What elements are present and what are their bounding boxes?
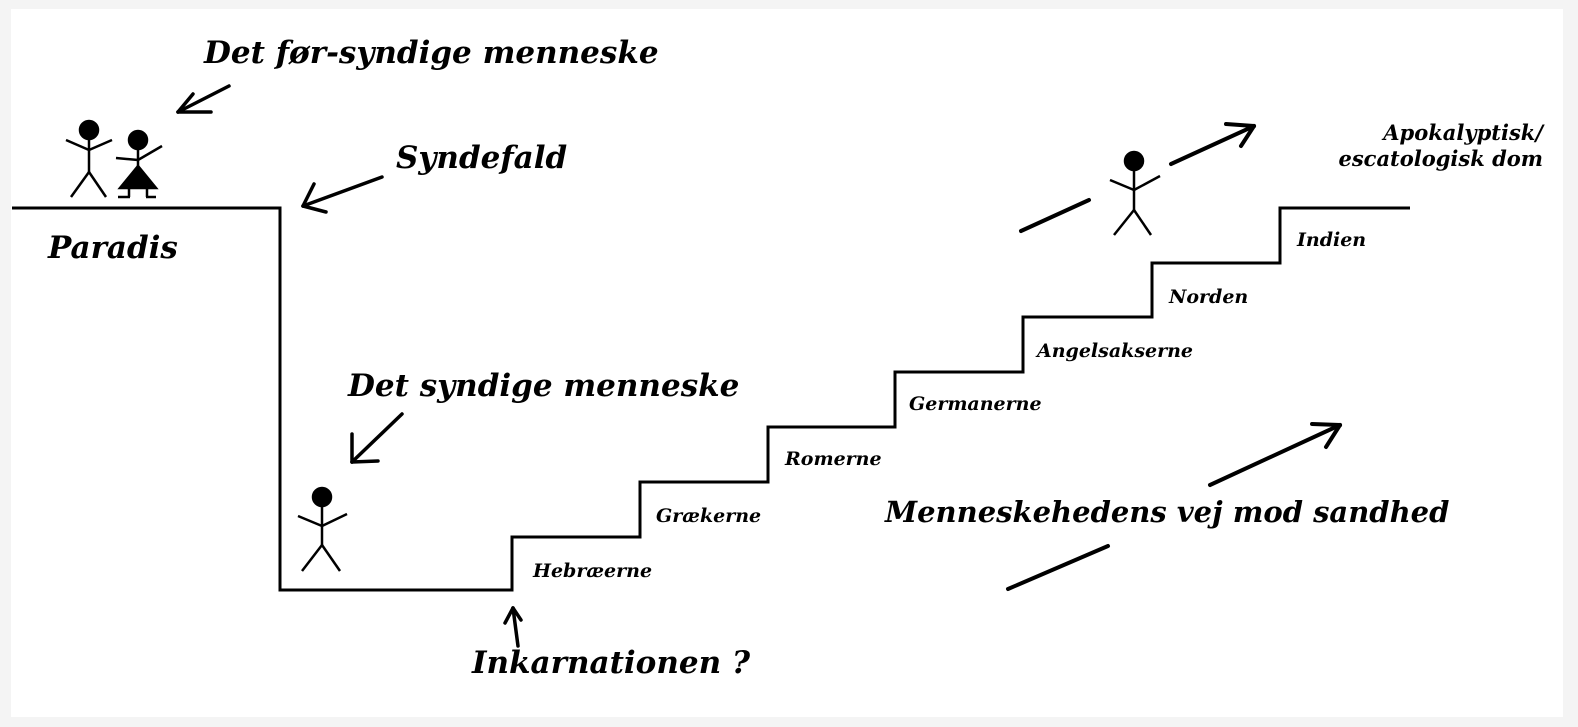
pre-sinful-arrow — [176, 84, 231, 114]
paradise-man-figure — [65, 119, 113, 198]
diagram-canvas — [11, 9, 1563, 717]
sinful-human-label: Det syndige menneske — [347, 368, 739, 404]
humanity-path-arrow — [1006, 422, 1342, 591]
humanity-path-label: Menneskehedens vej mod sandhed — [884, 495, 1449, 529]
incarnation-label: Inkarnationen ? — [471, 645, 751, 681]
ascending-human-figure — [1109, 150, 1161, 236]
step-label: Norden — [1168, 286, 1248, 308]
apocalypse-label-line1: Apokalyptisk/ — [1381, 120, 1545, 145]
step-label: Hebræerne — [532, 560, 652, 582]
staircase-line — [12, 206, 1410, 592]
step-label: Grækerne — [656, 505, 761, 527]
apocalypse-label-line2: escatologisk dom — [1338, 146, 1543, 171]
step-label: Germanerne — [909, 393, 1042, 415]
fall-label: Syndefald — [396, 140, 567, 176]
pre-sinful-human-label: Det før-syndige menneske — [203, 35, 659, 71]
sinful-human-figure — [297, 486, 348, 572]
incarnation-arrow — [503, 606, 523, 648]
paradise-label: Paradis — [47, 230, 178, 266]
step-label: Romerne — [784, 448, 882, 470]
paradise-woman-figure — [115, 129, 163, 199]
step-label: Indien — [1296, 229, 1366, 251]
step-label: Angelsakserne — [1035, 340, 1193, 362]
sinful-arrow — [350, 412, 404, 464]
fall-arrow — [301, 175, 384, 214]
upper-path-arrow — [1019, 122, 1256, 233]
